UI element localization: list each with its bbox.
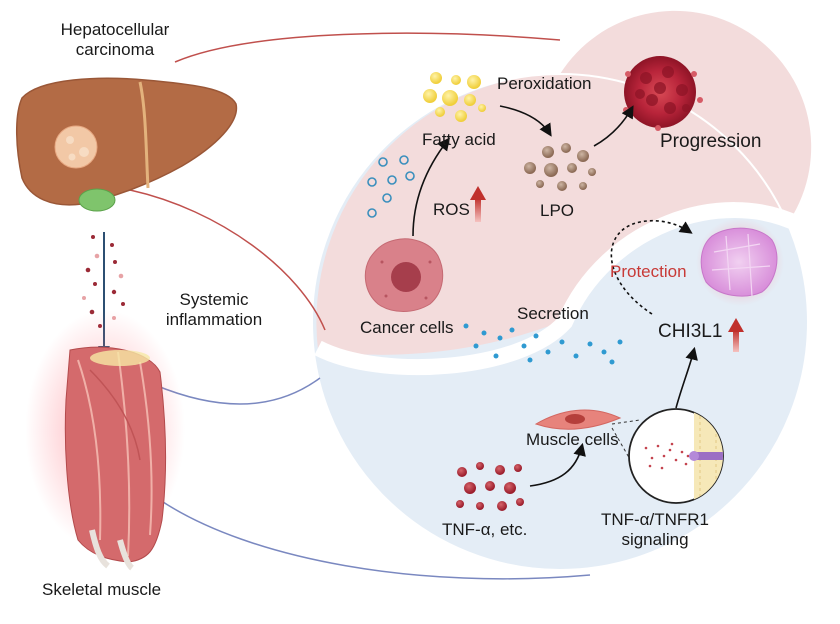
secretion-dots [463, 323, 623, 365]
systemic-label-line1: Systemic [179, 290, 249, 309]
flow-arrows [412, 105, 698, 487]
liver-label-line2: carcinoma [75, 40, 155, 59]
divider-white-band [314, 202, 804, 376]
systemic-label-line2: inflammation [165, 310, 263, 329]
tnf-label: TNF-α, etc. [442, 520, 528, 539]
ros-label: ROS [433, 200, 470, 219]
liver-label-line1: Hepatocellular [60, 20, 170, 39]
arrow-lpo-to-progression [593, 105, 634, 147]
systemic-inflammation-label: Systemic inflammation [144, 290, 284, 330]
lpo-label: LPO [540, 201, 575, 220]
arrow-peroxidation [499, 105, 552, 137]
arrow-protection-dotted [610, 219, 693, 315]
ros-dots [367, 155, 415, 218]
signaling-label: TNF-α/TNFR1 signaling [590, 510, 720, 550]
liver-tumor [54, 125, 98, 169]
ros-up-arrow [470, 186, 486, 222]
skeletal-muscle-illustration [25, 310, 185, 571]
protection-label: Protection [610, 262, 687, 281]
fatty-acid-label: Fatty acid [422, 130, 496, 149]
signaling-label-line2: signaling [621, 530, 689, 549]
signaling-label-line1: TNF-α/TNFR1 [600, 510, 710, 529]
chi3l1-up-arrow [728, 318, 744, 352]
skeletal-muscle-label: Skeletal muscle [42, 580, 162, 599]
muscle-cells-label: Muscle cells [526, 430, 619, 449]
protected-muscle-cell [696, 218, 784, 306]
liver-label: Hepatocellular carcinoma [40, 20, 190, 60]
muscle-cell [534, 409, 622, 430]
secretion-label: Secretion [517, 304, 589, 323]
liver-illustration [16, 77, 238, 212]
chi3l1-label: CHI3L1 [658, 321, 723, 342]
arrow-tnf-to-muscle [529, 442, 586, 487]
cancer-cell [364, 238, 444, 312]
peroxidation-label: Peroxidation [497, 74, 592, 93]
connector-lines [129, 32, 591, 580]
tnf-beads [456, 462, 524, 511]
arrow-cancer-to-fatty-acid [412, 137, 450, 237]
tumor-cluster [623, 56, 703, 131]
lpo-droplets [524, 143, 596, 191]
arrow-signaling-to-chi3l1 [675, 346, 698, 409]
cancer-cells-label: Cancer cells [360, 318, 454, 337]
progression-label: Progression [660, 131, 762, 152]
fatty-acid-droplets [423, 72, 486, 122]
